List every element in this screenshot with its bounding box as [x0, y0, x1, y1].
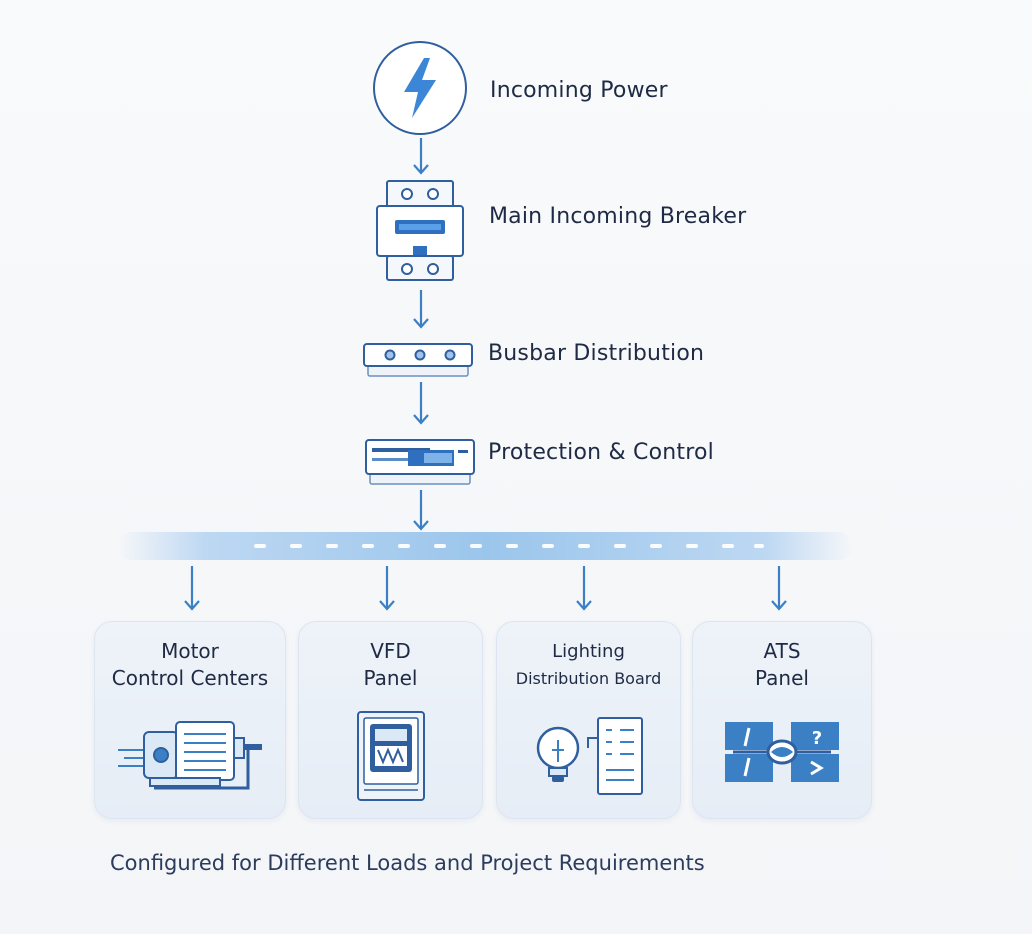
lightbulb-icon: [536, 717, 643, 795]
card-title: VFD Panel: [299, 638, 482, 692]
breaker-icon: [376, 180, 464, 281]
svg-text:?: ?: [812, 728, 822, 749]
card-title-line1: VFD: [370, 639, 411, 663]
card-title-line2: Panel: [755, 666, 809, 690]
card-title-line1: Motor: [161, 639, 219, 663]
node-label-protection: Protection & Control: [488, 440, 714, 465]
node-label-breaker: Main Incoming Breaker: [489, 204, 747, 229]
vfd-drive-icon: [356, 711, 425, 801]
node-label-busbar: Busbar Distribution: [488, 341, 705, 366]
card-title-line2: Panel: [363, 666, 418, 690]
arrow-down-icon: [413, 490, 429, 531]
diagram-footer-caption: Configured for Different Loads and Proje…: [110, 851, 705, 875]
bus-dashes: [254, 544, 764, 548]
card-title-line2: Control Centers: [111, 666, 269, 690]
card-title-line1: Lighting: [552, 641, 625, 662]
arrow-down-icon: [413, 138, 429, 175]
output-card-vfd: VFD Panel: [298, 621, 483, 819]
card-title: ATS Panel: [693, 638, 871, 692]
motor-icon: [118, 721, 262, 790]
arrow-down-icon: [771, 566, 787, 611]
arrow-down-icon: [413, 290, 429, 329]
arrow-down-icon: [413, 382, 429, 425]
card-title-line1: ATS: [763, 639, 801, 663]
output-card-ats: ATS Panel ?: [692, 621, 872, 819]
transfer-switch-icon: ?: [725, 722, 839, 782]
card-title-line2: Distribution Board: [515, 669, 662, 688]
card-title: Lighting Distribution Board: [497, 638, 680, 692]
arrow-down-icon: [379, 566, 395, 611]
card-title: Motor Control Centers: [95, 638, 285, 692]
output-card-ldb: Lighting Distribution Board: [496, 621, 681, 819]
protection-relay-icon: [365, 439, 475, 485]
output-card-mcc: Motor Control Centers: [94, 621, 286, 819]
lightning-icon: [373, 41, 467, 135]
arrow-down-icon: [184, 566, 200, 611]
node-label-incoming: Incoming Power: [490, 78, 668, 103]
arrow-down-icon: [576, 566, 592, 611]
busbar-icon: [363, 343, 473, 377]
